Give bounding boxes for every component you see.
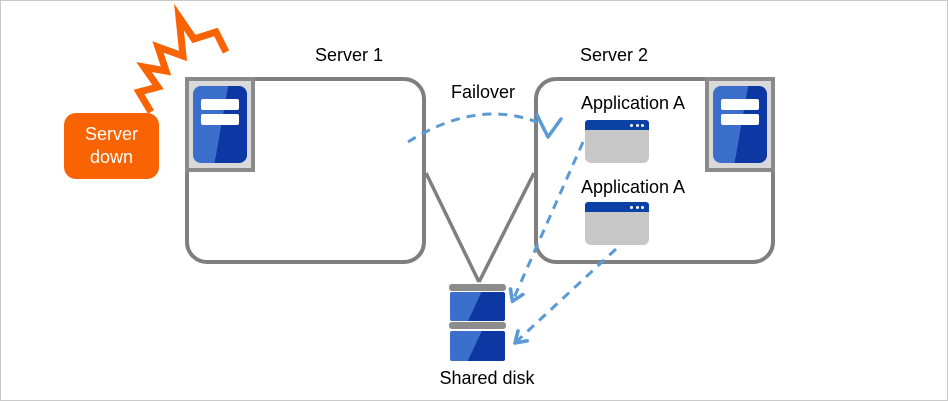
shared-disk-label: Shared disk <box>439 368 535 388</box>
server2-label: Server 2 <box>579 45 649 65</box>
app-window-icon <box>585 202 649 245</box>
failover-label: Failover <box>450 82 516 102</box>
server-down-label: Server down <box>84 123 138 167</box>
titlebar-dot <box>630 123 633 127</box>
app-window-titlebar <box>585 202 649 212</box>
shared-disk-icon <box>450 331 505 361</box>
tower-slot <box>721 99 759 110</box>
failover-arrow <box>407 112 538 144</box>
shared-disk-icon <box>449 322 506 329</box>
shared-disk-icon <box>449 284 506 291</box>
server1-to-disk-line <box>424 172 536 283</box>
app-window-body <box>585 212 649 245</box>
titlebar-dot <box>641 205 644 209</box>
server-tower-icon <box>193 86 247 163</box>
tower-slot <box>721 114 759 125</box>
titlebar-dot <box>630 205 633 209</box>
titlebar-dot <box>641 123 644 127</box>
server-tower-icon <box>713 86 767 163</box>
application-a-label: Application A <box>580 177 686 197</box>
server-down-badge: Server down <box>64 113 159 179</box>
app-window-icon <box>585 120 649 163</box>
server1-label: Server 1 <box>314 45 384 65</box>
titlebar-dot <box>635 123 639 127</box>
titlebar-dot <box>635 205 639 209</box>
app-window-body <box>585 130 649 163</box>
shared-disk-icon <box>450 292 505 321</box>
app-window-titlebar <box>585 120 649 130</box>
application-a-label: Application A <box>580 93 686 113</box>
tower-slot <box>201 114 239 125</box>
tower-slot <box>201 99 239 110</box>
